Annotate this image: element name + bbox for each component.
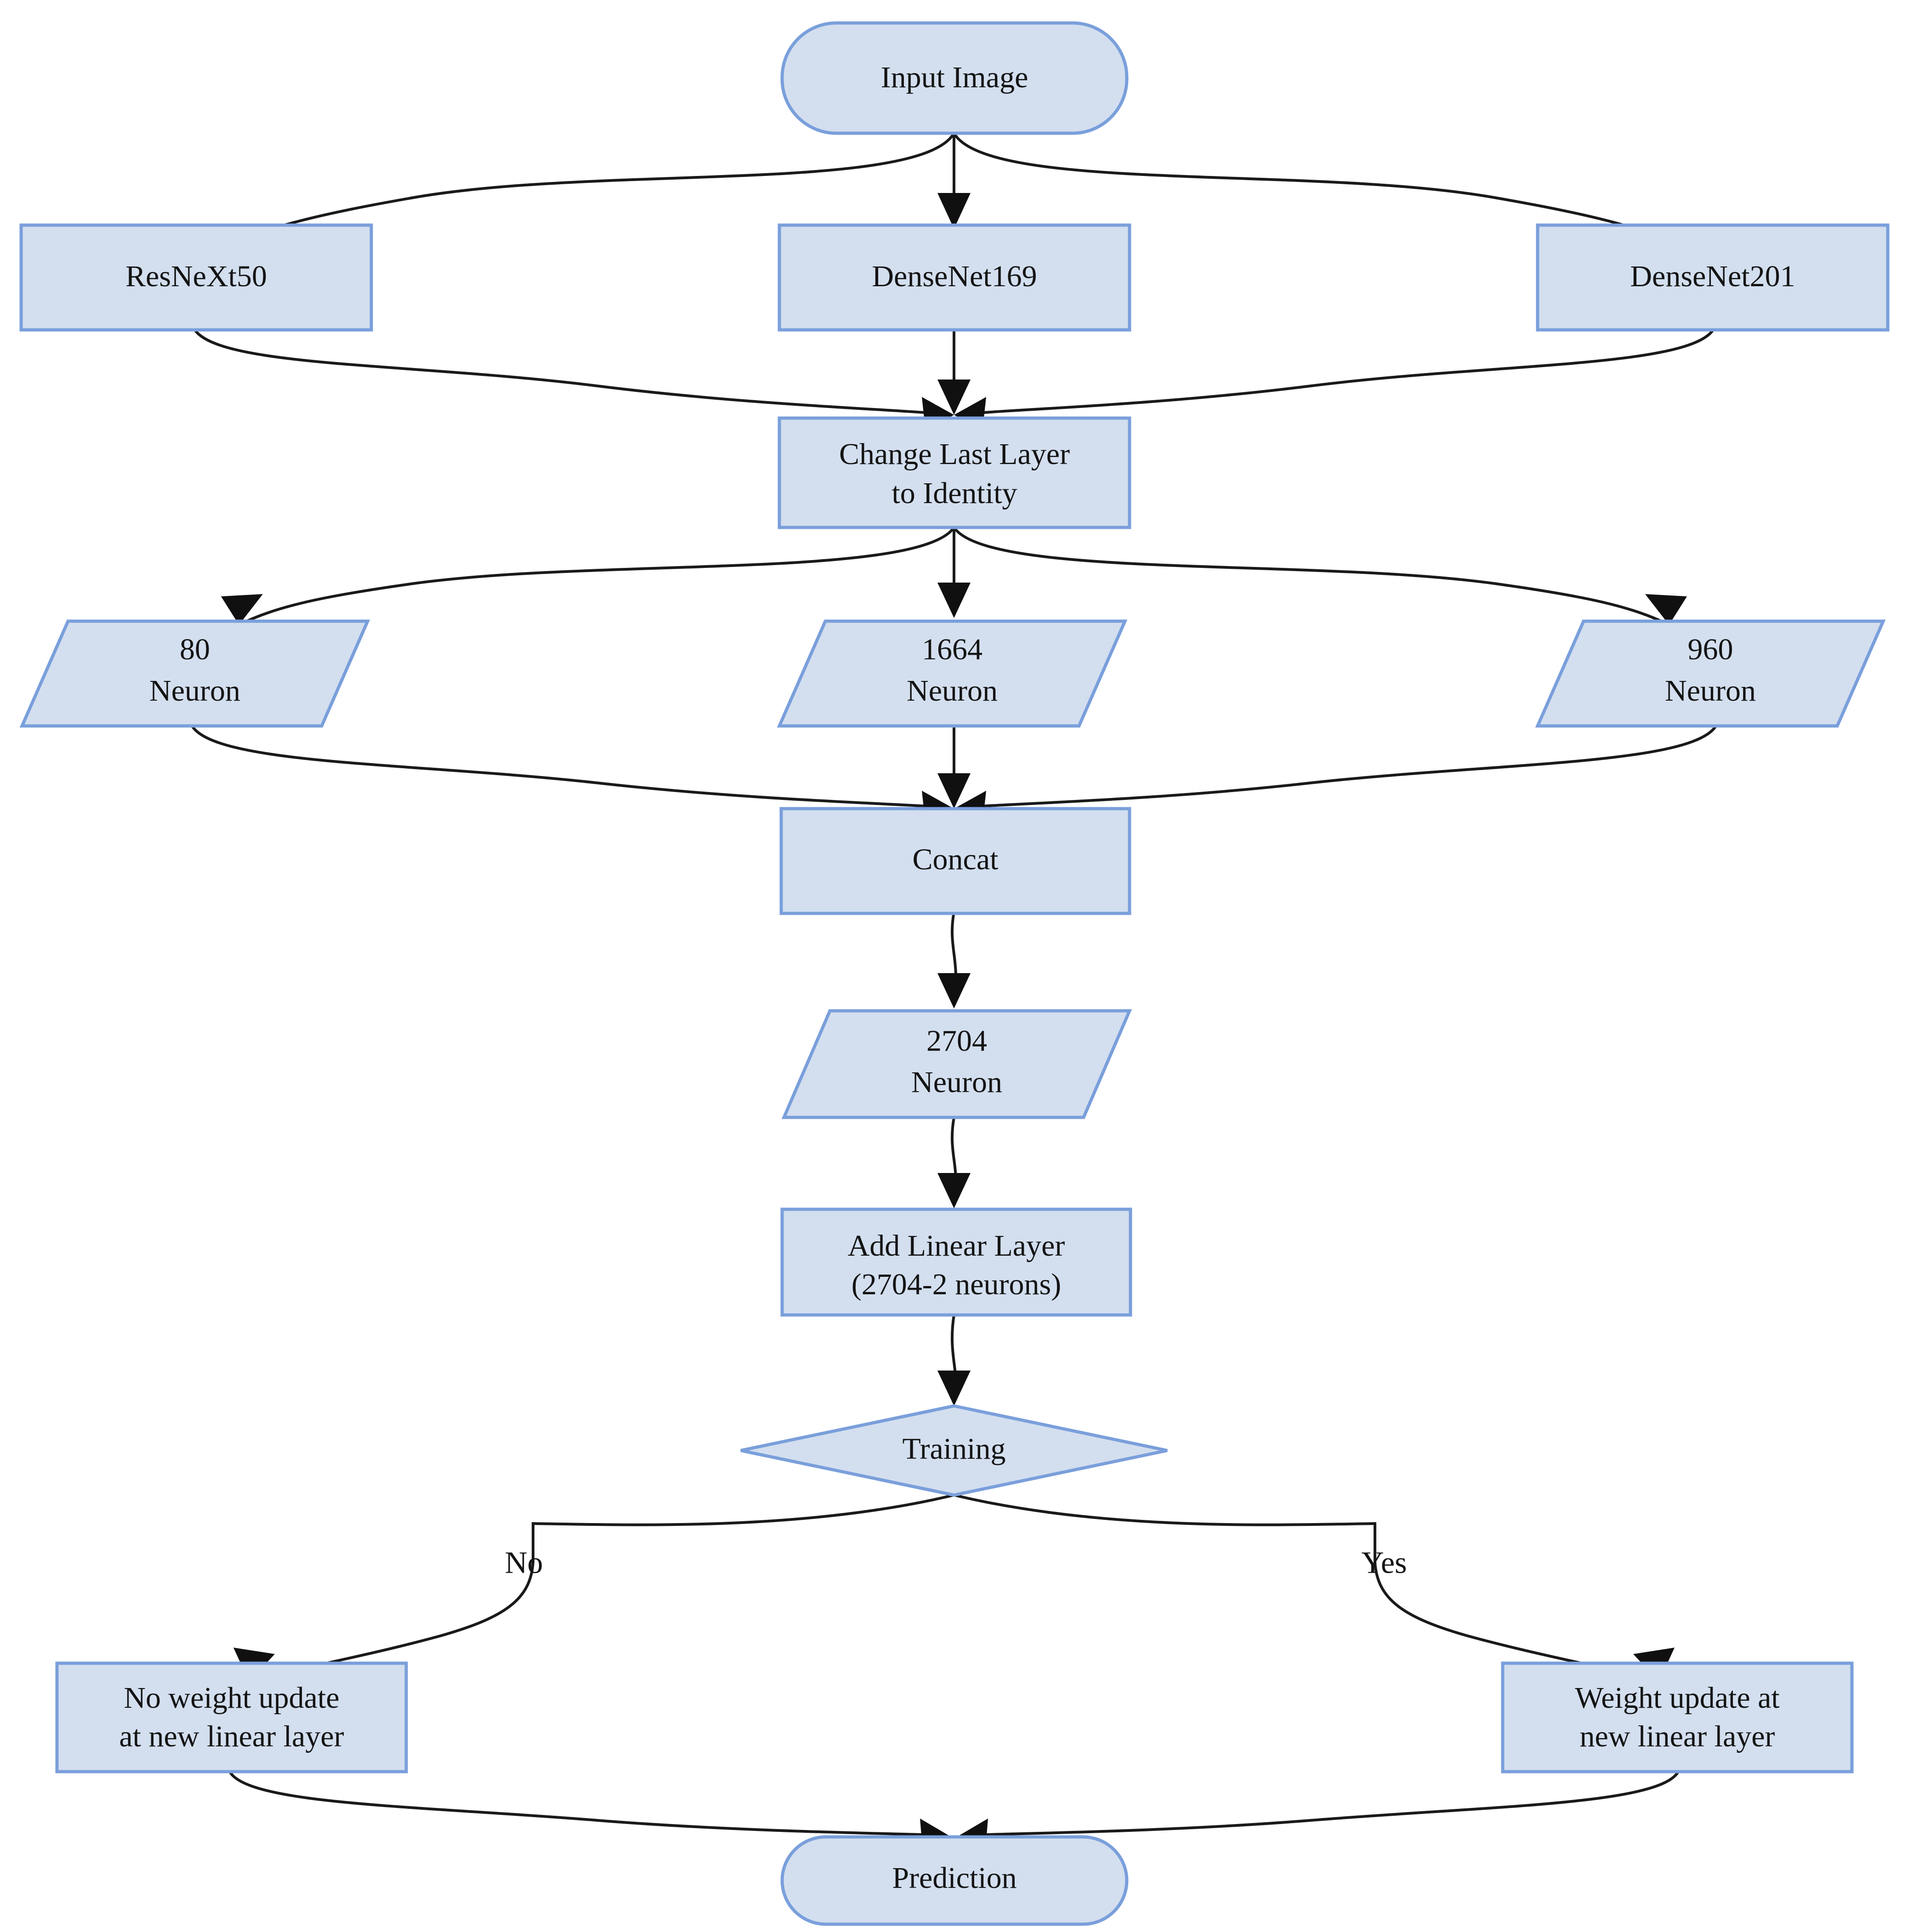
node-neuron-2704[interactable]: 2704 Neuron [781,1009,1132,1119]
node-neuron-960-shape [1535,619,1886,728]
node-change-last-layer[interactable]: Change Last Layer to Identity [778,416,1131,529]
node-neuron-1664-label-line2: Neuron [907,674,998,708]
node-training-decision-shape [740,1404,1168,1497]
node-add-linear-layer-label-line1: Add Linear Layer [848,1229,1065,1263]
edge-input-to-densenet169 [937,133,971,229]
node-neuron-80-label-line1: 80 [180,633,210,666]
node-neuron-2704-shape [781,1009,1132,1119]
edge-resnext50-to-identity [193,329,954,431]
node-change-last-layer-label-line1: Change Last Layer [839,437,1070,471]
edge-training-to-noupdate [233,1494,954,1683]
node-prediction-label: Prediction [892,1861,1016,1895]
edge-concat-to-neuron2704 [937,912,971,1008]
node-input-image-shape [780,21,1129,135]
node-densenet201[interactable]: DenseNet201 [1536,223,1890,332]
edge-neuron2704-to-linear [937,1117,971,1208]
node-weight-update-label-line2: new linear layer [1579,1720,1775,1753]
node-add-linear-layer-shape [780,1207,1132,1317]
node-neuron-80-label-line2: Neuron [149,674,240,708]
node-training-decision[interactable]: Training [740,1404,1168,1497]
node-add-linear-layer[interactable]: Add Linear Layer (2704-2 neurons) [780,1207,1132,1317]
node-neuron-80-shape [19,619,370,728]
node-densenet201-label: DenseNet201 [1630,260,1795,293]
node-change-last-layer-label-line2: to Identity [892,476,1017,510]
node-neuron-1664-shape [777,619,1128,728]
node-add-linear-layer-label-line2: (2704-2 neurons) [852,1268,1061,1301]
edge-densenet169-to-identity [937,330,971,415]
node-neuron-2704-label-line2: Neuron [911,1065,1002,1099]
node-no-weight-update-shape [55,1661,408,1773]
node-densenet169-label: DenseNet169 [872,260,1037,293]
node-neuron-80[interactable]: 80 Neuron [19,619,370,728]
node-prediction-shape [780,1835,1129,1926]
edge-identity-to-neuron1664 [937,527,971,618]
node-neuron-960[interactable]: 960 Neuron [1535,619,1886,728]
node-neuron-960-label-line1: 960 [1688,633,1733,666]
node-no-weight-update[interactable]: No weight update at new linear layer [55,1661,408,1773]
node-input-image-label: Input Image [881,61,1028,94]
node-neuron-1664-label-line1: 1664 [922,633,982,666]
node-resnext50-shape [19,223,373,332]
node-concat-shape [779,807,1131,915]
node-layer: Input Image ResNeXt50 DenseNet169 DenseN… [19,21,1890,1926]
node-weight-update-shape [1501,1661,1854,1773]
node-training-decision-label: Training [903,1432,1006,1466]
node-concat[interactable]: Concat [779,807,1131,915]
edge-densenet201-to-identity [954,329,1715,431]
node-no-weight-update-label-line2: at new linear layer [119,1720,344,1753]
edge-linear-to-training [937,1314,971,1406]
edge-identity-to-neuron80 [221,527,955,626]
node-densenet169-shape [778,223,1131,332]
edge-label-yes: Yes [1362,1545,1407,1580]
edge-identity-to-neuron960 [953,527,1687,626]
edge-neuron1664-to-concat [937,726,971,809]
node-weight-update-label-line1: Weight update at [1575,1681,1780,1715]
node-densenet201-shape [1536,223,1890,332]
edge-training-to-update [954,1494,1675,1683]
node-neuron-960-label-line2: Neuron [1665,674,1756,708]
node-input-image[interactable]: Input Image [780,21,1129,135]
node-resnext50[interactable]: ResNeXt50 [19,223,373,332]
node-weight-update[interactable]: Weight update at new linear layer [1501,1661,1854,1773]
node-densenet169[interactable]: DenseNet169 [778,223,1131,332]
node-neuron-2704-label-line1: 2704 [926,1024,987,1058]
node-neuron-1664[interactable]: 1664 Neuron [777,619,1128,728]
edge-label-layer: No Yes [505,1545,1407,1580]
node-prediction[interactable]: Prediction [780,1835,1129,1926]
edge-layer [188,132,1720,1852]
node-concat-label: Concat [913,843,999,876]
node-resnext50-label: ResNeXt50 [125,260,267,293]
edge-label-no: No [505,1545,543,1580]
node-change-last-layer-shape [778,416,1131,529]
node-no-weight-update-label-line1: No weight update [124,1681,339,1715]
